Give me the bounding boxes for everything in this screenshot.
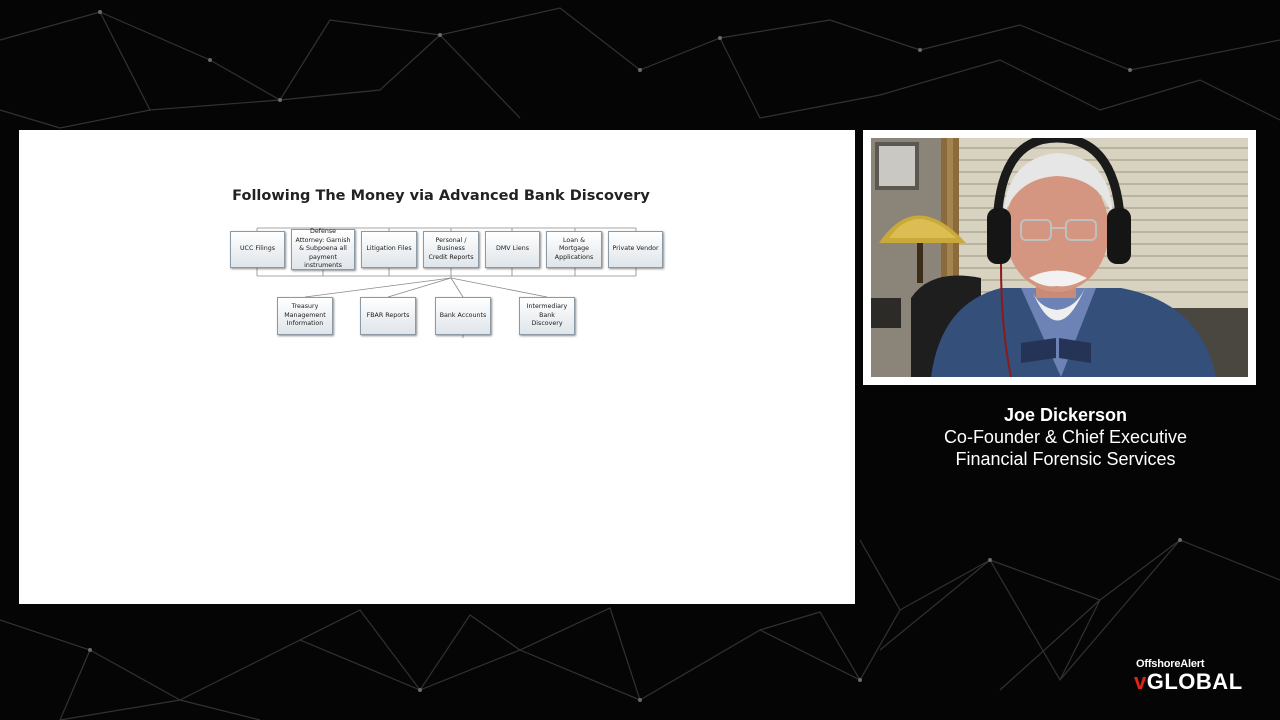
org-box-fbar-reports: FBAR Reports xyxy=(360,297,416,335)
speaker-video xyxy=(871,138,1248,377)
org-chart-connectors xyxy=(256,227,637,338)
org-box-loan-mortgage: Loan & Mortgage Applications xyxy=(546,231,602,268)
logo-v-letter: v xyxy=(1134,669,1147,694)
org-box-litigation-files: Litigation Files xyxy=(361,231,417,268)
speaker-title: Co-Founder & Chief Executive xyxy=(943,427,1188,447)
logo-global-text: GLOBAL xyxy=(1146,669,1243,694)
org-box-defense-attorney: Defense Attorney: Garnish & Subpoena all… xyxy=(291,228,355,270)
presentation-slide: Following The Money via Advanced Bank Di… xyxy=(19,130,855,604)
org-box-ucc-filings: UCC Filings xyxy=(230,231,285,268)
logo-vglobal: vGLOBAL xyxy=(1134,669,1243,695)
webcam-frame xyxy=(863,130,1256,385)
org-box-dmv-liens: DMV Liens xyxy=(485,231,540,268)
org-box-credit-reports: Personal / Business Credit Reports xyxy=(423,231,479,268)
logo-offshorealert: OffshoreAlert xyxy=(1136,658,1205,670)
org-box-private-vendor: Private Vendor xyxy=(608,231,663,268)
speaker-company: Financial Forensic Services xyxy=(955,449,1176,469)
slide-title: Following The Money via Advanced Bank Di… xyxy=(232,188,650,204)
org-box-bank-accounts: Bank Accounts xyxy=(435,297,491,335)
org-box-intermediary-bank: Intermediary Bank Discovery xyxy=(519,297,575,335)
org-box-treasury-management: Treasury Management Information xyxy=(277,297,333,335)
speaker-name: Joe Dickerson xyxy=(1003,405,1128,425)
